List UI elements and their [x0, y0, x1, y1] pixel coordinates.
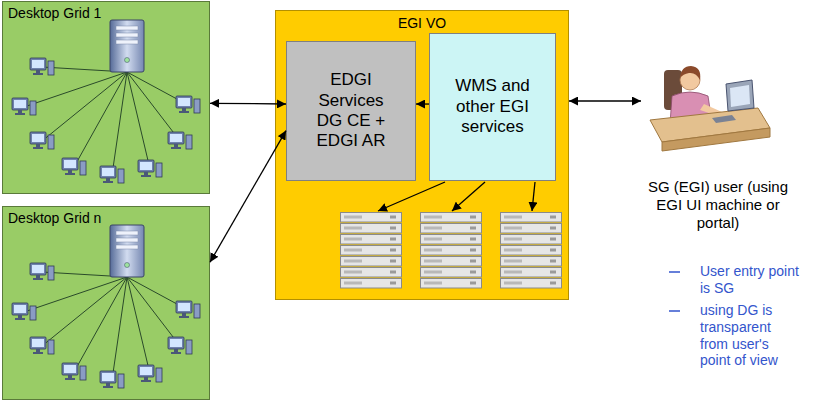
desk-front	[662, 128, 770, 151]
node-title: Desktop Grid 1	[8, 5, 204, 22]
connector-arrow	[416, 103, 429, 104]
desktop-grid-illustration	[12, 20, 200, 183]
job-arrow	[532, 182, 535, 211]
job-arrow	[378, 182, 445, 211]
monitor-screen	[730, 85, 750, 107]
connector-arrow	[210, 103, 286, 105]
user-hair	[680, 66, 700, 80]
user-illustration	[650, 66, 770, 151]
service-box: EDGI Services DG CE + EDGI AR	[286, 41, 416, 181]
server-rack	[500, 212, 562, 289]
connector-arrow	[210, 131, 286, 263]
label-holder: User entry point is SG	[700, 263, 800, 297]
label-holder: using DG is transparent from user's poin…	[700, 302, 796, 369]
bullet-dash	[669, 310, 680, 312]
user-arrow	[569, 100, 641, 101]
desk-monitor	[726, 80, 754, 111]
bullet-note: User entry point is SG	[700, 263, 800, 297]
job-arrows	[378, 182, 535, 211]
keyboard	[712, 115, 736, 123]
desktop-grid-illustration	[12, 225, 200, 388]
bullet-dash	[669, 271, 680, 273]
server-rack	[340, 212, 402, 289]
node-text: EDGI Services DG CE + EDGI AR	[306, 70, 396, 152]
label-holder: SG (EGI) user (using EGI UI machine or p…	[646, 178, 790, 232]
node-title: EGI VO	[280, 15, 564, 32]
server-rack	[420, 212, 482, 289]
service-box: WMS and other EGI services	[429, 33, 556, 181]
user-caption: SG (EGI) user (using EGI UI machine or p…	[646, 178, 790, 232]
job-arrow	[452, 182, 485, 211]
node-text: WMS and other EGI services	[445, 76, 541, 137]
node-title: Desktop Grid n	[8, 210, 204, 227]
bullet-note: using DG is transparent from user's poin…	[700, 302, 796, 369]
